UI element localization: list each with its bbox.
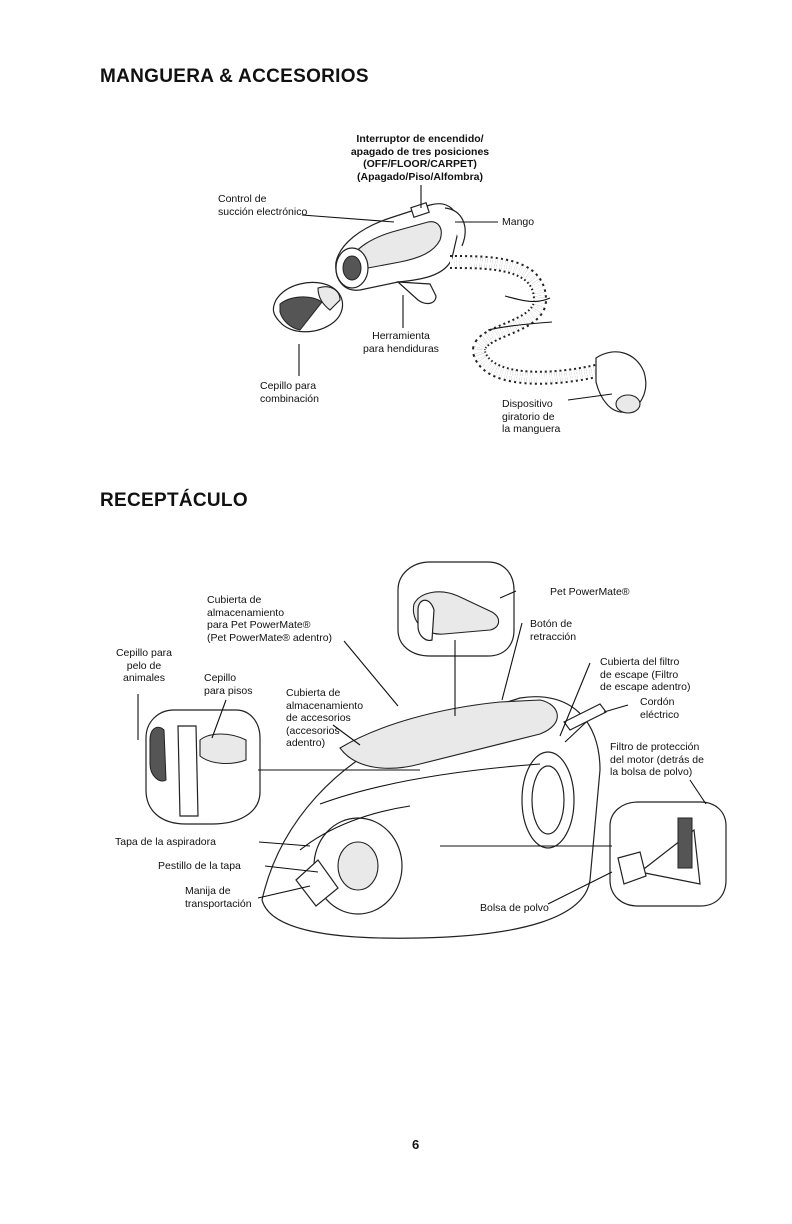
label-lid-latch: Pestillo de la tapa	[158, 860, 241, 872]
label-carry-handle: Manija de transportación	[185, 885, 252, 910]
label-cord: Cordón eléctrico	[640, 696, 680, 721]
canister-body-drawing	[261, 696, 607, 939]
label-storage-cover: Cubierta de almacenamiento para Pet Powe…	[207, 594, 333, 644]
dust-bag-inset	[609, 801, 727, 907]
label-exhaust-filter-cover: Cubierta del filtro de escape (Filtro de…	[600, 656, 691, 693]
label-dust-bag: Bolsa de polvo	[480, 902, 549, 914]
label-pet-hair-brush: Cepillo para pelo de animales	[115, 647, 173, 684]
label-floor-brush: Cepillo para pisos	[204, 672, 253, 697]
section-title-hose: MANGUERA & ACCESORIOS	[100, 66, 369, 87]
floor-brush-inset	[145, 709, 261, 825]
label-crevice-tool: Herramienta para hendiduras	[363, 330, 439, 355]
label-retract-button: Botón de retracción	[530, 618, 577, 643]
label-power-switch: Interruptor de encendido/ apagado de tre…	[350, 133, 490, 183]
label-pet-powermate: Pet PowerMate®	[550, 586, 630, 598]
pet-powermate-inset	[397, 561, 515, 657]
label-combination-brush: Cepillo para combinación	[260, 380, 319, 405]
label-motor-filter: Filtro de protección del motor (detrás d…	[610, 741, 704, 778]
label-accessory-cover: Cubierta de almacenamiento de accesorios…	[286, 687, 364, 749]
page-number: 6	[412, 1137, 420, 1152]
hose-drawing	[449, 255, 647, 414]
label-canister-lid: Tapa de la aspiradora	[115, 836, 216, 848]
combination-brush-drawing	[272, 281, 344, 333]
hose-handle-drawing	[335, 202, 466, 305]
label-hose-swivel: Dispositivo giratorio de la manguera	[502, 398, 561, 435]
section-title-canister: RECEPTÁCULO	[100, 490, 248, 511]
label-suction-control: Control de succión electrónico	[218, 193, 308, 218]
label-handle: Mango	[502, 216, 535, 228]
